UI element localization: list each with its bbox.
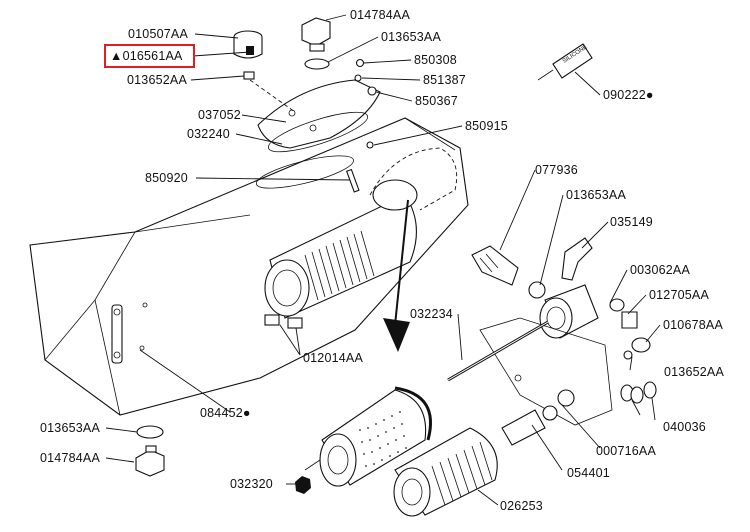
filter-head <box>539 284 651 360</box>
hex-nut-032320 <box>295 476 311 494</box>
plug-014784AA-top <box>301 17 331 70</box>
label-000716AA: 000716AA <box>596 444 656 458</box>
valve-054401 <box>501 389 575 446</box>
label-032234: 032234 <box>410 307 453 321</box>
silicone-tube: SILICONE <box>537 43 593 81</box>
label-014784AA-top: 014784AA <box>350 8 410 22</box>
label-077936: 077936 <box>535 163 578 177</box>
highlight-box <box>104 44 195 68</box>
label-084452: 084452● <box>200 406 251 420</box>
label-035149: 035149 <box>610 215 653 229</box>
label-012014AA: 012014AA <box>303 351 363 365</box>
label-851387: 851387 <box>423 73 466 87</box>
label-026253: 026253 <box>500 499 543 513</box>
label-054401: 054401 <box>567 466 610 480</box>
label-016561AA-text: 016561AA <box>123 49 183 63</box>
flow-arrow <box>383 199 410 352</box>
filter-cartridge-left <box>304 386 433 487</box>
cap-010507AA <box>233 30 263 80</box>
label-090222: 090222● <box>603 88 654 102</box>
label-013652AA-top: 013652AA <box>127 73 187 87</box>
bracket-084452 <box>111 302 148 364</box>
plug-014784AA-bot <box>135 445 165 477</box>
dot-090222: ● <box>646 88 654 102</box>
label-084452-text: 084452 <box>200 406 243 420</box>
label-090222-text: 090222 <box>603 88 646 102</box>
nuts-040036 <box>620 381 657 404</box>
leader-lines <box>105 14 661 506</box>
housing-body <box>29 117 469 416</box>
label-010507AA: 010507AA <box>128 27 188 41</box>
label-016561AA: ▲016561AA <box>110 49 183 63</box>
label-032240: 032240 <box>187 127 230 141</box>
label-850920: 850920 <box>145 171 188 185</box>
label-010678AA: 010678AA <box>663 318 723 332</box>
label-012705AA: 012705AA <box>649 288 709 302</box>
label-850915: 850915 <box>465 119 508 133</box>
label-013653AA-top: 013653AA <box>381 30 441 44</box>
bracket-plate <box>479 317 613 426</box>
part-labels: 010507AA ▲016561AA 013652AA 014784AA 013… <box>40 8 724 513</box>
label-037052: 037052 <box>198 108 241 122</box>
internal-filter <box>264 147 458 329</box>
label-040036: 040036 <box>663 420 706 434</box>
dot-084452: ● <box>243 406 251 420</box>
filter-cartridge-right <box>393 427 498 517</box>
label-003062AA: 003062AA <box>630 263 690 277</box>
label-014784AA-bot: 014784AA <box>40 451 100 465</box>
oring-013653AA-bot <box>136 425 164 439</box>
label-013653AA-bot: 013653AA <box>40 421 100 435</box>
highlight-triangle: ▲ <box>110 49 123 63</box>
label-850308: 850308 <box>414 53 457 67</box>
label-013652AA-right: 013652AA <box>664 365 724 379</box>
small-screws-top <box>345 58 377 193</box>
label-032320: 032320 <box>230 477 273 491</box>
rod-032234 <box>447 320 549 382</box>
fitting-077936 <box>471 245 546 299</box>
cover-plate <box>256 79 381 189</box>
label-850367: 850367 <box>415 94 458 108</box>
elbow-035149 <box>561 237 593 281</box>
label-013653AA-mid: 013653AA <box>566 188 626 202</box>
